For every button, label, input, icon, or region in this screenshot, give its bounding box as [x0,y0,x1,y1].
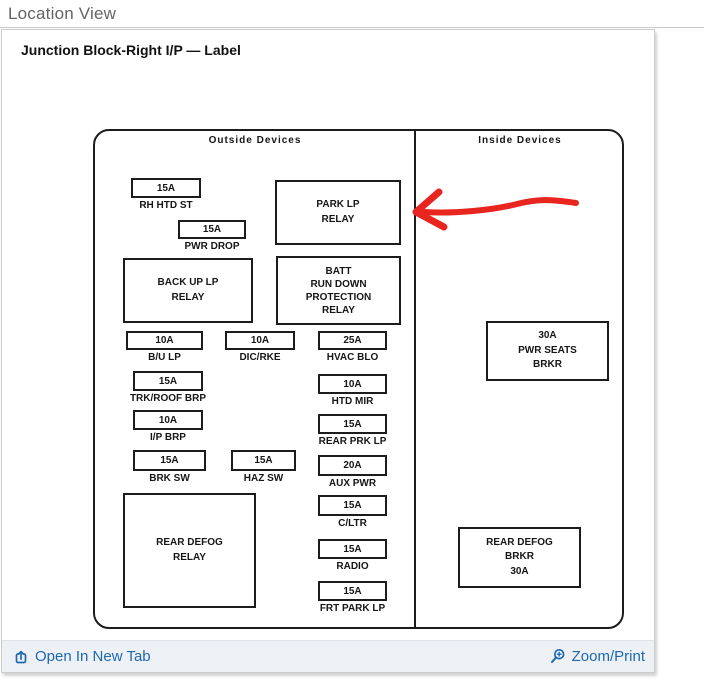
fuse-i-p-brp: 10A [133,410,203,430]
fuse-amp-value: 10A [158,414,178,426]
fuse-radio: 15A [318,539,387,559]
fuse-amp-value: 15A [156,182,176,194]
fuse-amp-value: 15A [202,224,222,235]
panel-footer: Open In New Tab Zoom/Print [2,640,654,672]
fuse-diagram: Outside Devices Inside Devices PARK LP R… [93,129,624,629]
fuse-amp-value: 20A [343,460,362,471]
fuse-hvac-blo: 25A [318,331,387,350]
fuse-amp-value: 10A [250,335,270,346]
fuse-amp-value: 15A [158,375,178,387]
fuse-label-rh-htd-st: RH HTD ST [139,200,193,211]
fuse-htd-mir: 10A [318,374,387,394]
fuse-brk-sw: 15A [133,450,206,471]
fuse-label-htd-mir: HTD MIR [331,396,374,407]
relay-rear-defog: REAR DEFOG RELAY [123,493,256,608]
fuse-amp-value: 10A [155,335,174,346]
fuse-amp-value: 10A [343,378,362,390]
panel-title: Junction Block-Right I/P — Label [21,42,241,58]
fuse-label-dic-rke: DIC/RKE [239,352,281,363]
fuse-aux-pwr: 20A [318,455,387,476]
fuse-label-pwr-drop: PWR DROP [184,241,240,252]
fuse-label-trk-roof-brp: TRK/ROOF BRP [129,393,207,404]
fuse-label-brk-sw: BRK SW [149,473,190,484]
fuse-dic-rke: 10A [225,331,295,350]
open-in-new-tab-icon [13,649,29,665]
fuse-trk-roof-brp: 15A [133,371,203,391]
fuse-label-hvac-blo: HVAC BLO [326,352,379,363]
fuse-label-aux-pwr: AUX PWR [328,478,377,489]
relay-batt-run-down: BATT RUN DOWN PROTECTION RELAY [276,256,401,325]
fuse-amp-value: 15A [343,418,362,430]
zoom-print-link[interactable]: Zoom/Print [549,648,645,665]
inside-devices-heading: Inside Devices [478,135,562,146]
fuse-label-haz-sw: HAZ SW [243,473,284,484]
fuse-amp-value: 15A [343,500,362,511]
section-divider [414,131,416,627]
open-in-new-tab-link[interactable]: Open In New Tab [13,648,151,665]
fuse-label-rear-prk-lp: REAR PRK LP [318,436,387,447]
fuse-amp-value: 15A [254,455,273,466]
fuse-pwr-drop: 15A [178,220,246,239]
fuse-amp-value: 15A [343,585,362,597]
fuse-label-frt-park-lp: FRT PARK LP [319,603,386,614]
fuse-label-radio: RADIO [336,561,369,572]
content-panel: Junction Block-Right I/P — Label Outside… [1,29,655,673]
fuse-label-b-u-lp: B/U LP [148,352,181,363]
fuse-c-ltr: 15A [318,495,387,516]
breaker-rear-defog: REAR DEFOG BRKR 30A [458,527,581,588]
zoom-magnifier-icon [549,648,566,665]
fuse-label-i-p-brp: I/P BRP [150,432,186,443]
fuse-amp-value: 15A [343,543,362,555]
outside-devices-heading: Outside Devices [208,135,302,146]
open-in-new-tab-label: Open In New Tab [35,648,151,665]
fuse-b-u-lp: 10A [126,331,203,350]
page-title: Location View [8,4,117,23]
fuse-label-c-ltr: C/LTR [338,518,367,529]
fuse-amp-value: 25A [343,335,362,346]
fuse-amp-value: 15A [160,455,179,466]
breaker-pwr-seats: 30A PWR SEATS BRKR [486,321,609,381]
fuse-rh-htd-st: 15A [131,178,201,198]
fuse-haz-sw: 15A [231,450,296,471]
relay-park-lp: PARK LP RELAY [275,180,401,245]
fuse-frt-park-lp: 15A [318,581,387,601]
zoom-print-label: Zoom/Print [571,648,645,665]
fuse-rear-prk-lp: 15A [318,414,387,434]
location-view-header: Location View [0,0,704,28]
relay-back-up-lp: BACK UP LP RELAY [123,258,253,323]
